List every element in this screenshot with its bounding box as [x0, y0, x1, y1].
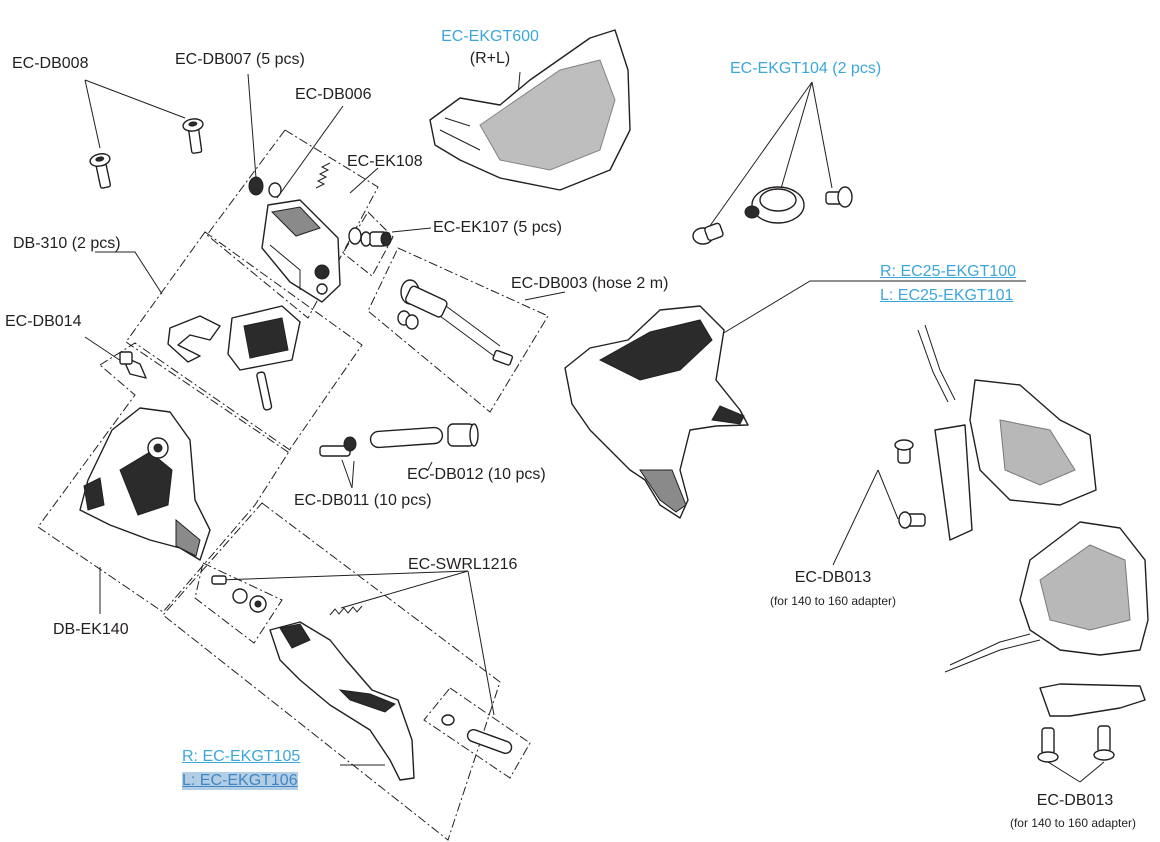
bolt-ec-db013-upper-a: [894, 439, 914, 464]
link-ec-ekgt105[interactable]: R: EC-EKGT105: [182, 748, 301, 765]
label-ec-db014: EC-DB014: [5, 313, 82, 330]
spring-clip: [167, 315, 221, 363]
tube-ec-db012: [369, 423, 479, 449]
label-ec-ek107: EC-EK107 (5 pcs): [433, 219, 562, 236]
spring-ec-ek108: [315, 162, 331, 189]
link-ec25-ekgt100[interactable]: R: EC25-EKGT100: [880, 263, 1017, 280]
bolt-ec-db013-lower-a: [1037, 727, 1059, 763]
label-ec-ekgt600-sub: (R+L): [469, 50, 511, 67]
part-ec-db007: [248, 176, 282, 198]
caliper-housing-ec-db006: [261, 199, 341, 303]
label-ec-ekgt104[interactable]: EC-EKGT104 (2 pcs): [730, 60, 882, 77]
brake-lever-ec-ekgt105-106: [269, 621, 415, 781]
link-ec25-ekgt101[interactable]: L: EC25-EKGT101: [880, 287, 1014, 304]
hose-ec-db003: [397, 279, 514, 366]
fitting-ec-db011: [319, 436, 357, 457]
label-ec-db006: EC-DB006: [295, 86, 372, 103]
bolt-ec-db008-left: [89, 153, 112, 189]
lever-axle: [441, 714, 513, 755]
db-ek140-group-outline: [37, 342, 291, 613]
bolt-ec-db013-lower-b: [1093, 725, 1115, 761]
spring-ec-swrl1216: [329, 605, 363, 616]
pad-group-outline: [125, 231, 363, 453]
bolt-ec-ekgt104-left: [692, 222, 724, 245]
shifter-body-ec25-ekgt100-101: [564, 305, 749, 519]
label-ec-db013-upper-sub: (for 140 to 160 adapter): [769, 594, 897, 608]
lever-group-outline: [162, 502, 501, 841]
hood-ec-ekgt600: [429, 29, 631, 191]
pin-small: [211, 575, 267, 613]
label-ec-db013-lower-sub: (for 140 to 160 adapter): [1009, 816, 1137, 830]
bolt-ec-db008-right: [182, 118, 204, 154]
bolt-ec-ekgt104-right: [825, 186, 853, 208]
label-ec-ekgt600[interactable]: EC-EKGT600: [441, 28, 539, 45]
label-db-ek140: DB-EK140: [53, 621, 129, 638]
label-ec-db008: EC-DB008: [12, 55, 89, 72]
leader-lines: [84, 71, 1105, 783]
lever-pins-subgroup-outline: [194, 562, 283, 644]
label-db-310: DB-310 (2 pcs): [13, 235, 121, 252]
bolt-ec-db013-upper-b: [898, 511, 926, 529]
group-outlines: [37, 129, 549, 841]
caliper-lower-right: [944, 521, 1149, 673]
bleed-screw-ec-db014: [119, 351, 147, 379]
pad-pin: [256, 371, 273, 411]
brake-pad-db-310: [227, 305, 301, 371]
lever-axle-subgroup-outline: [423, 687, 531, 779]
band-clamp: [744, 186, 805, 224]
label-ec-db011: EC-DB011 (10 pcs): [294, 492, 432, 509]
label-ec-ek108: EC-EK108: [347, 153, 423, 170]
hose-group-outline: [367, 247, 549, 413]
link-ec-ekgt106-selected[interactable]: L: EC-EKGT106: [182, 772, 298, 790]
label-ec-swrl1216: EC-SWRL1216: [408, 556, 518, 573]
caliper-housing-group-outline: [206, 129, 379, 319]
label-ec-db013-lower: EC-DB013: [1036, 792, 1114, 809]
label-ec-db003: EC-DB003 (hose 2 m): [511, 275, 669, 292]
adapter-plate: [1039, 683, 1146, 717]
caliper-body-db-ek140: [79, 407, 211, 561]
piston-ec-ek107: [348, 227, 392, 247]
caliper-adapter-upper: [917, 324, 1097, 541]
label-ec-db013-upper: EC-DB013: [794, 569, 872, 586]
label-ec-db007: EC-DB007 (5 pcs): [175, 51, 305, 68]
label-ec-db012: EC-DB012 (10 pcs): [407, 466, 546, 483]
